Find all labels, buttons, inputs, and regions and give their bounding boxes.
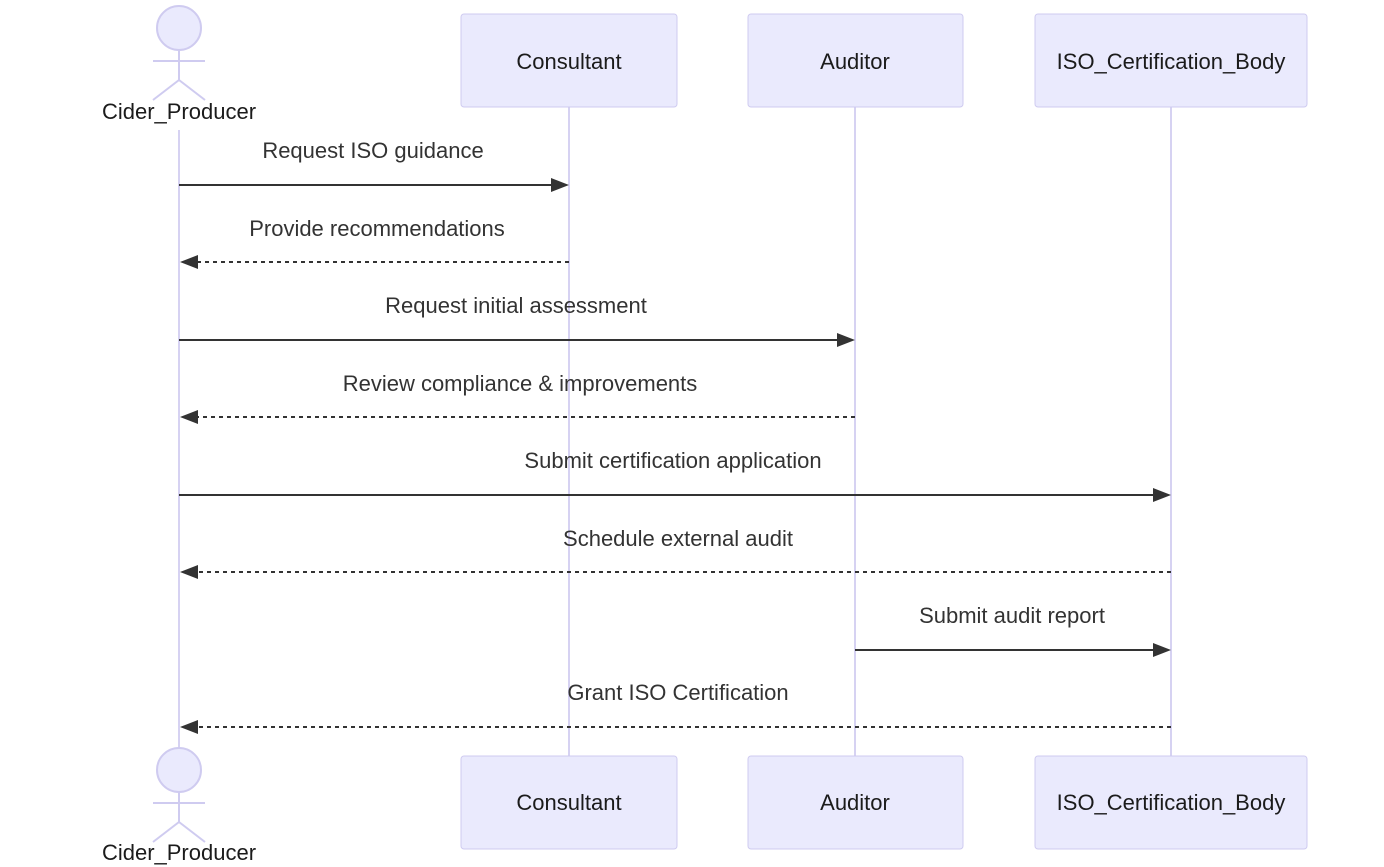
- message-2: Provide recommendations: [180, 216, 569, 269]
- arrow-left-icon: [180, 720, 198, 734]
- participant-auditor-top: Auditor: [747, 13, 964, 108]
- message-label: Request ISO guidance: [262, 138, 483, 163]
- participant-label: Cider_Producer: [102, 99, 256, 124]
- message-7: Submit audit report: [855, 603, 1171, 657]
- participant-consultant-bottom: Consultant: [460, 755, 678, 850]
- arrow-right-icon: [837, 333, 855, 347]
- message-label: Schedule external audit: [563, 526, 793, 551]
- participant-label: Cider_Producer: [102, 840, 256, 865]
- actor-left-leg: [152, 79, 180, 101]
- message-label: Grant ISO Certification: [567, 680, 788, 705]
- arrow-right-icon: [1153, 488, 1171, 502]
- actor-cider-producer-top: Cider_Producer: [102, 5, 256, 124]
- participant-box: [1034, 13, 1308, 108]
- actor-right-leg: [178, 79, 206, 101]
- message-1: Request ISO guidance: [179, 138, 569, 192]
- message-5: Submit certification application: [179, 448, 1171, 502]
- participant-label: ISO_Certification_Body: [1057, 49, 1286, 74]
- participant-iso-certification-body-bottom: ISO_Certification_Body: [1034, 755, 1308, 850]
- participant-label: Consultant: [516, 49, 621, 74]
- arrow-left-icon: [180, 255, 198, 269]
- participants-top: Cider_Producer Consultant Auditor ISO_Ce…: [102, 5, 1308, 124]
- participant-box: [460, 13, 678, 108]
- actor-cider-producer-bottom: Cider_Producer: [102, 747, 256, 865]
- actor-head-icon: [156, 747, 202, 793]
- participant-box: [747, 13, 964, 108]
- participant-auditor-bottom: Auditor: [747, 755, 964, 850]
- participant-label: Consultant: [516, 790, 621, 815]
- participants-bottom: Cider_Producer Consultant Auditor ISO_Ce…: [102, 747, 1308, 865]
- message-3: Request initial assessment: [179, 293, 855, 347]
- message-label: Submit audit report: [919, 603, 1105, 628]
- actor-head-icon: [156, 5, 202, 51]
- message-6: Schedule external audit: [180, 526, 1171, 579]
- arrow-right-icon: [551, 178, 569, 192]
- actor-left-leg: [152, 821, 180, 843]
- participant-iso-certification-body-top: ISO_Certification_Body: [1034, 13, 1308, 108]
- lifelines: [178, 107, 1172, 756]
- message-label: Request initial assessment: [385, 293, 647, 318]
- participant-label: ISO_Certification_Body: [1057, 790, 1286, 815]
- participant-label: Auditor: [820, 790, 890, 815]
- message-8: Grant ISO Certification: [180, 680, 1171, 734]
- participant-box: [460, 755, 678, 850]
- participant-box: [1034, 755, 1308, 850]
- message-label: Review compliance & improvements: [343, 371, 698, 396]
- arrow-left-icon: [180, 410, 198, 424]
- messages: Request ISO guidance Provide recommendat…: [179, 138, 1171, 734]
- participant-box: [747, 755, 964, 850]
- message-label: Submit certification application: [524, 448, 821, 473]
- arrow-left-icon: [180, 565, 198, 579]
- participant-label: Auditor: [820, 49, 890, 74]
- message-4: Review compliance & improvements: [180, 371, 855, 424]
- actor-right-leg: [178, 821, 206, 843]
- message-label: Provide recommendations: [249, 216, 505, 241]
- arrow-right-icon: [1153, 643, 1171, 657]
- participant-consultant-top: Consultant: [460, 13, 678, 108]
